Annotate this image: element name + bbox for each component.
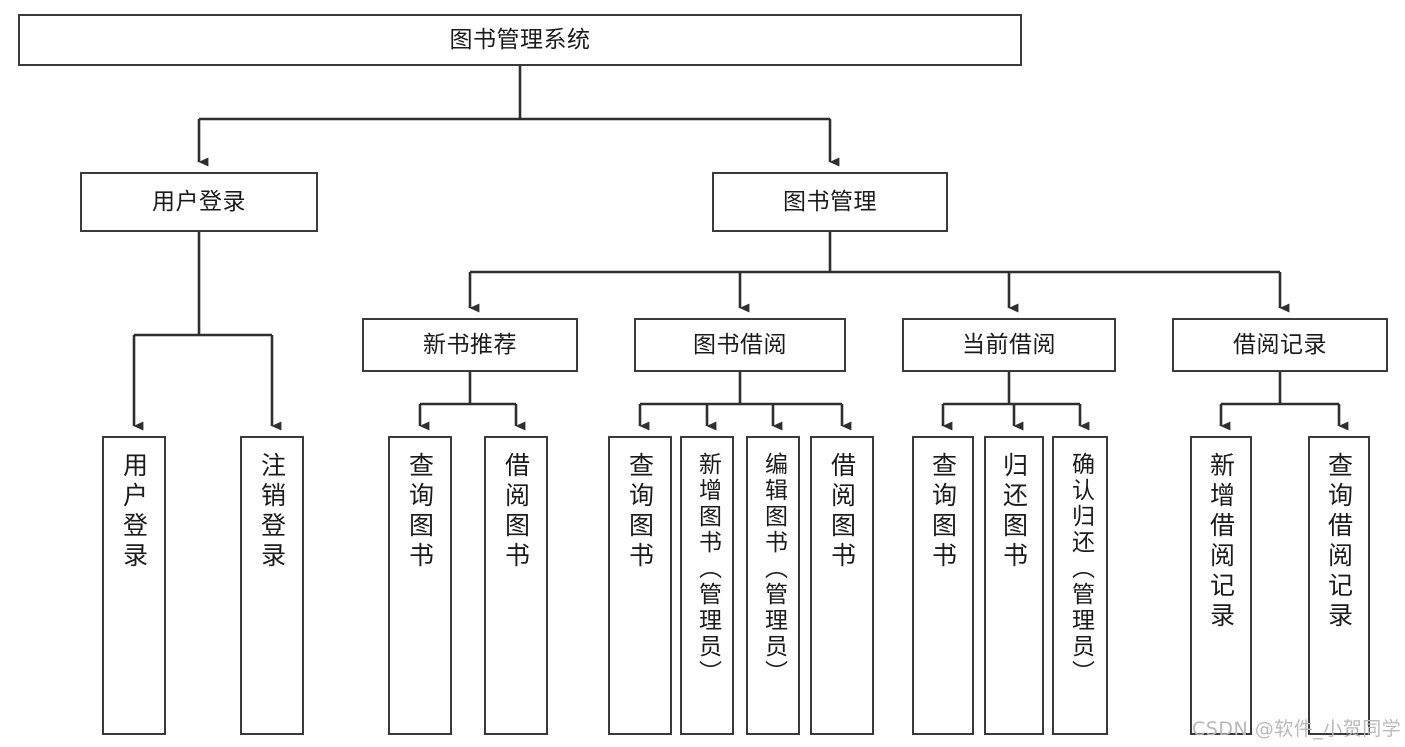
leaf-borrow-book-rec-label: 借阅图书 <box>501 452 531 572</box>
leaf-borrow-book-borrow-label: 借阅图书 <box>827 452 857 572</box>
leaf-borrow-book-borrow[interactable]: 借阅图书 <box>810 436 874 735</box>
leaf-confirm-return-admin-label: 确认归还（管理员） <box>1067 452 1094 686</box>
leaf-user-login-label: 用户登录 <box>119 452 149 572</box>
leaf-logout-login[interactable]: 注销登录 <box>240 436 304 735</box>
leaf-return-book-label: 归还图书 <box>999 452 1029 572</box>
leaf-add-borrow-record[interactable]: 新增借阅记录 <box>1190 436 1252 735</box>
node-book-management-label: 图书管理 <box>783 188 877 215</box>
csdn-watermark: CSDN @软件_小贺同学 <box>1192 718 1402 740</box>
node-book-management[interactable]: 图书管理 <box>712 172 948 232</box>
leaf-query-book-current-label: 查询图书 <box>928 452 958 572</box>
leaf-add-book-admin-label: 新增图书（管理员） <box>694 452 721 686</box>
leaf-query-book-current[interactable]: 查询图书 <box>912 436 974 735</box>
node-user-login[interactable]: 用户登录 <box>80 172 318 232</box>
leaf-query-borrow-record-label: 查询借阅记录 <box>1324 452 1354 632</box>
leaf-edit-book-admin-label: 编辑图书（管理员） <box>760 452 787 686</box>
node-borrow-record[interactable]: 借阅记录 <box>1172 318 1388 372</box>
node-book-borrow[interactable]: 图书借阅 <box>634 318 846 372</box>
leaf-query-book-rec[interactable]: 查询图书 <box>388 436 452 735</box>
leaf-user-login[interactable]: 用户登录 <box>102 436 166 735</box>
node-root[interactable]: 图书管理系统 <box>18 14 1022 66</box>
node-current-borrow[interactable]: 当前借阅 <box>902 318 1116 372</box>
leaf-edit-book-admin[interactable]: 编辑图书（管理员） <box>746 436 800 735</box>
node-new-book-recommend-label: 新书推荐 <box>423 331 517 358</box>
leaf-query-borrow-record[interactable]: 查询借阅记录 <box>1308 436 1370 735</box>
leaf-add-borrow-record-label: 新增借阅记录 <box>1206 452 1236 632</box>
leaf-query-book-rec-label: 查询图书 <box>405 452 435 572</box>
node-current-borrow-label: 当前借阅 <box>962 331 1056 358</box>
leaf-return-book[interactable]: 归还图书 <box>984 436 1044 735</box>
node-book-borrow-label: 图书借阅 <box>693 331 787 358</box>
node-root-label: 图书管理系统 <box>449 26 591 53</box>
leaf-confirm-return-admin[interactable]: 确认归还（管理员） <box>1052 436 1108 735</box>
leaf-query-book-borrow[interactable]: 查询图书 <box>608 436 672 735</box>
leaf-query-book-borrow-label: 查询图书 <box>625 452 655 572</box>
node-borrow-record-label: 借阅记录 <box>1233 331 1327 358</box>
node-user-login-label: 用户登录 <box>152 188 246 215</box>
leaf-logout-login-label: 注销登录 <box>257 452 287 572</box>
leaf-borrow-book-rec[interactable]: 借阅图书 <box>484 436 548 735</box>
leaf-add-book-admin[interactable]: 新增图书（管理员） <box>680 436 734 735</box>
node-new-book-recommend[interactable]: 新书推荐 <box>362 318 578 372</box>
